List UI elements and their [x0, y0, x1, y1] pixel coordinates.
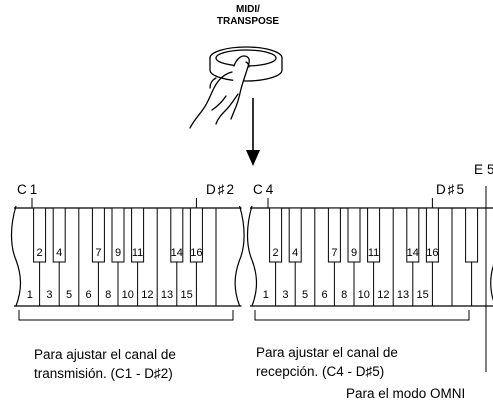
left-caption: Para ajustar el canal de transmisión. (C… — [34, 345, 176, 383]
black-key-number: 11 — [132, 247, 143, 259]
white-key-number: 15 — [180, 289, 192, 301]
right-caption: Para ajustar el canal de recepción. (C4 … — [256, 343, 398, 381]
white-key-number: 5 — [302, 289, 308, 301]
white-key-number: 12 — [377, 289, 389, 301]
white-key-number: 1 — [263, 289, 269, 301]
omni-key-label: E5 — [474, 162, 493, 177]
right-caption-line1: Para ajustar el canal de — [256, 345, 398, 360]
black-key-number: 14 — [171, 247, 183, 259]
black-key-number: 14 — [407, 247, 419, 259]
white-key-number: 12 — [141, 289, 153, 301]
white-key-number: 15 — [416, 289, 428, 301]
black-key — [406, 207, 420, 263]
left-caption-line2: transmisión. (C1 - D♯2) — [34, 366, 173, 381]
black-key-number: 16 — [190, 247, 202, 259]
left-end-label: D♯2 — [206, 182, 237, 197]
black-key-number: 16 — [426, 247, 438, 259]
bracket-left — [18, 310, 234, 321]
button-label-line2: TRANSPOSE — [216, 16, 280, 27]
left-start-label: C1 — [17, 182, 41, 197]
black-key — [288, 207, 302, 263]
white-key-number: 3 — [282, 289, 288, 301]
black-key-number: 2 — [37, 247, 43, 259]
black-key — [33, 207, 47, 263]
black-key — [52, 207, 66, 263]
white-key-number: 13 — [397, 289, 409, 301]
black-key-number: 4 — [56, 247, 62, 259]
white-key-number: 6 — [322, 289, 328, 301]
omni-caption: Para el modo OMNI — [346, 386, 466, 401]
black-key-number: 7 — [331, 247, 337, 259]
right-end-label: D♯5 — [436, 182, 467, 197]
white-key-number: 8 — [105, 289, 111, 301]
black-key — [170, 207, 184, 263]
right-caption-line2: recepción. (C4 - D♯5) — [256, 364, 385, 379]
black-key-number: 9 — [351, 247, 357, 259]
black-key-number: 11 — [368, 247, 379, 259]
right-start-label: C4 — [253, 182, 277, 197]
bracket-right — [254, 310, 470, 321]
button-label: MIDI/ TRANSPOSE — [200, 4, 296, 28]
white-key-number: 10 — [122, 289, 134, 301]
black-key-number: 2 — [273, 247, 279, 259]
black-key — [347, 207, 361, 263]
black-key — [367, 207, 381, 263]
black-key-number: 7 — [95, 247, 101, 259]
black-key — [91, 207, 105, 263]
white-key-number: 5 — [66, 289, 72, 301]
hand-pressing-button-icon — [189, 46, 283, 129]
black-key — [465, 207, 479, 263]
white-key-number: 13 — [161, 289, 173, 301]
down-arrow-icon — [246, 150, 260, 166]
white-key-number: 1 — [27, 289, 33, 301]
black-key-number: 9 — [115, 247, 121, 259]
black-key-number: 4 — [292, 247, 298, 259]
left-caption-line1: Para ajustar el canal de — [34, 347, 176, 362]
black-key — [111, 207, 125, 263]
white-key-number: 3 — [46, 289, 52, 301]
black-key — [327, 207, 341, 263]
white-key-number: 8 — [341, 289, 347, 301]
white-key-number: 10 — [358, 289, 370, 301]
button-label-line1: MIDI/ — [236, 4, 260, 15]
black-key — [269, 207, 283, 263]
black-key — [131, 207, 145, 263]
white-key-number: 6 — [86, 289, 92, 301]
